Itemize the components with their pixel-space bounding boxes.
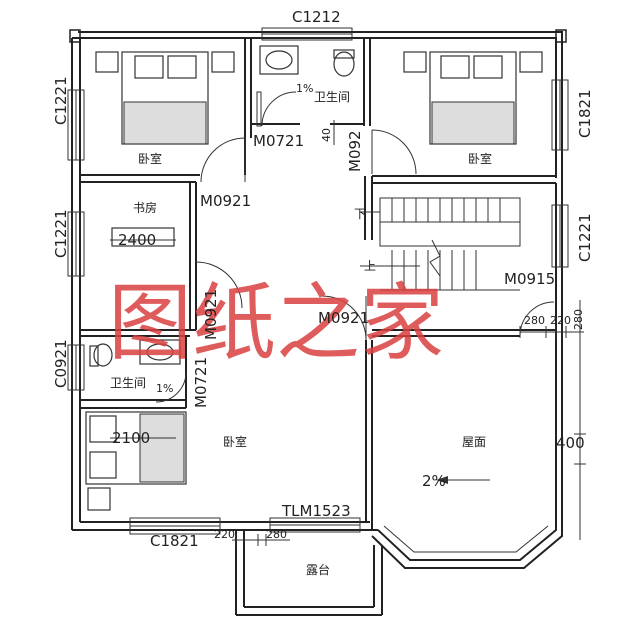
dimension-lines [110, 120, 586, 546]
code-m092-top: M092 [346, 130, 364, 172]
dim-280-c: 280 [266, 528, 287, 541]
windows [67, 27, 569, 535]
staircase [360, 197, 521, 291]
code-m0721-top: M0721 [253, 132, 304, 150]
dim-400: 400 [556, 434, 585, 452]
code-m0915: M0915 [504, 270, 555, 288]
code-c1221-right: C1221 [576, 213, 594, 262]
watermark-text: 图纸之家 [108, 274, 444, 372]
study-desk [111, 227, 175, 247]
roof-outline [371, 330, 563, 569]
code-tlm1523: TLM1523 [281, 502, 351, 520]
dim-2100: 2100 [112, 429, 150, 447]
dim-220-b: 220 [214, 528, 235, 541]
outer-walls [69, 29, 567, 531]
code-c1212: C1212 [292, 8, 341, 26]
dim-220-a: 220 [550, 314, 571, 327]
dim-280-a: 280 [524, 314, 545, 327]
room-label-bedroom-top-left: 卧室 [138, 151, 162, 166]
terrace-outline [235, 530, 383, 616]
slope-roof: 2% [422, 472, 446, 490]
code-c1221-a: C1221 [52, 76, 70, 125]
room-label-bedroom-top-right: 卧室 [468, 151, 492, 166]
dim-2400: 2400 [118, 231, 156, 249]
code-m0921-study: M0921 [200, 192, 251, 210]
room-label-study: 书房 [133, 200, 157, 215]
bed-main [85, 411, 187, 511]
doors [155, 91, 555, 403]
code-m0921-v: M0921 [202, 289, 220, 340]
dim-280-b: 280 [572, 309, 585, 330]
code-c0921: C0921 [52, 339, 70, 388]
code-c1221-b: C1221 [52, 209, 70, 258]
code-m0921-mid: M0921 [318, 309, 369, 327]
slope-bath-top: 1% [296, 82, 313, 95]
room-label-bedroom-main: 卧室 [223, 434, 247, 449]
interior-walls [80, 38, 556, 530]
code-c1821-right: C1821 [576, 89, 594, 138]
room-label-roof: 屋面 [462, 435, 486, 449]
dim-40: 40 [320, 128, 333, 142]
room-label-terrace: 露台 [306, 562, 330, 577]
stair-up-label: 上 [364, 259, 376, 273]
room-label-bath-left: 卫生间 [110, 376, 146, 390]
bed-top-left [95, 51, 235, 145]
slope-bath-left: 1% [156, 382, 173, 395]
bath-left-fixtures [89, 339, 181, 367]
bath-top-fixtures [259, 45, 355, 77]
code-c1821-bottom: C1821 [150, 532, 199, 550]
room-label-bath-top: 卫生间 [314, 90, 350, 104]
code-m0721-v: M0721 [192, 357, 210, 408]
bed-top-right [403, 51, 543, 145]
stair-down-label: 下 [354, 207, 366, 221]
